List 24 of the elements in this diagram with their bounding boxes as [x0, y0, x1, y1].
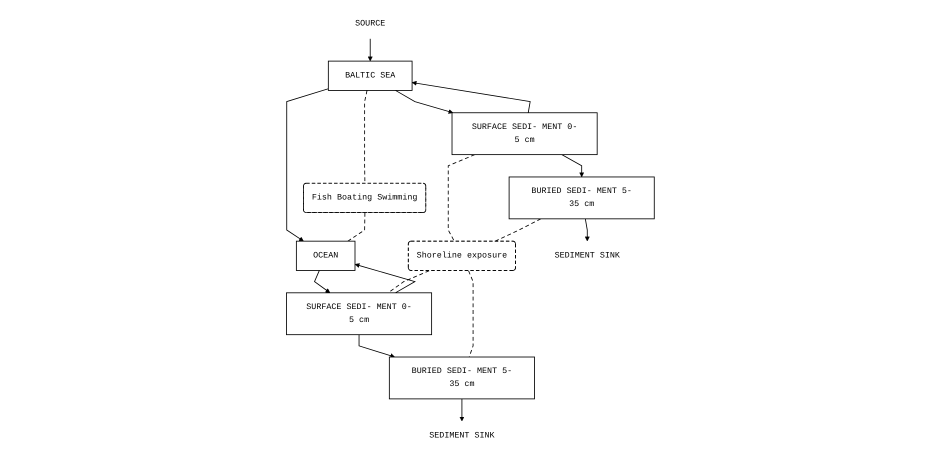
- arrow: [584, 218, 590, 241]
- arrow: [459, 398, 464, 421]
- node-box: BURIED SEDI- MENT 5-35 cm: [388, 356, 535, 399]
- connector: [447, 154, 475, 242]
- connector: [347, 212, 365, 242]
- arrow: [412, 80, 530, 113]
- connector: [468, 270, 474, 357]
- node-box: SURFACE SEDI- MENT 0-5 cm: [451, 112, 598, 155]
- node-box: OCEAN: [296, 240, 356, 270]
- node-text: SOURCE: [354, 18, 385, 28]
- arrow: [367, 38, 372, 61]
- connector: [364, 90, 368, 184]
- node-text: SEDIMENT SINK: [428, 430, 494, 440]
- node-box: BALTIC SEA: [328, 60, 412, 90]
- connector: [494, 218, 541, 242]
- arrow: [358, 334, 395, 358]
- arrow: [354, 262, 416, 293]
- arrow: [394, 90, 453, 114]
- arrow: [314, 270, 330, 293]
- node-text: SEDIMENT SINK: [554, 250, 620, 260]
- arrow: [286, 88, 328, 241]
- node-box: SURFACE SEDI- MENT 0-5 cm: [286, 292, 432, 335]
- node-box: BURIED SEDI- MENT 5-35 cm: [508, 176, 654, 219]
- arrow: [561, 154, 584, 177]
